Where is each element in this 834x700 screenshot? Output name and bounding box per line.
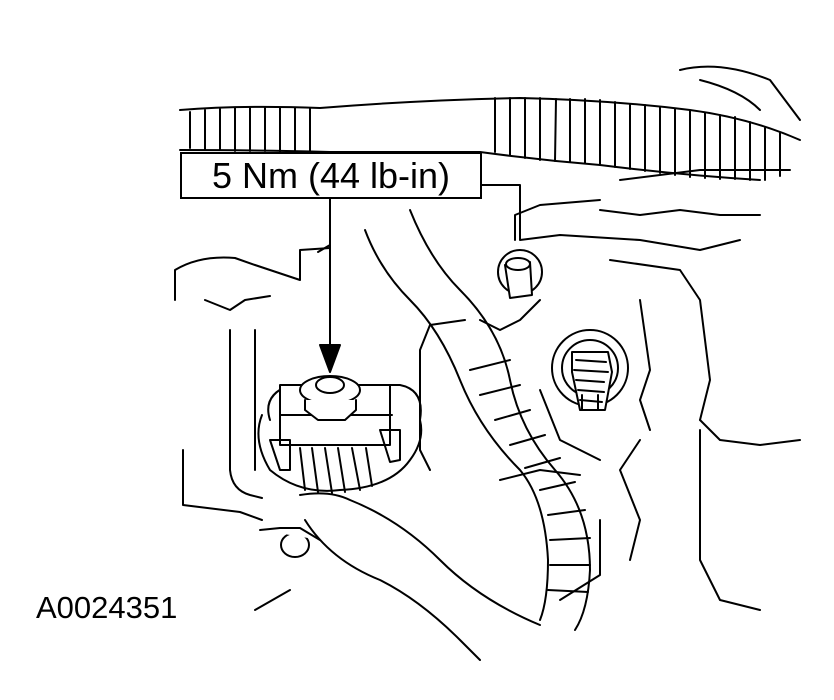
lower-boss: [260, 528, 320, 557]
figure-id: A0024351: [36, 590, 178, 625]
torque-label: 5 Nm (44 lb-in): [211, 154, 451, 196]
callout-leader-arrow: [320, 198, 340, 372]
housing-outline: [175, 67, 800, 610]
connector-bolt: [300, 376, 360, 420]
torque-callout: 5 Nm (44 lb-in): [180, 152, 482, 199]
small-stud: [498, 250, 542, 298]
mounting-bolt: [552, 330, 628, 410]
wire-harness-lower: [300, 210, 590, 660]
wire-harness-top: [180, 98, 800, 180]
